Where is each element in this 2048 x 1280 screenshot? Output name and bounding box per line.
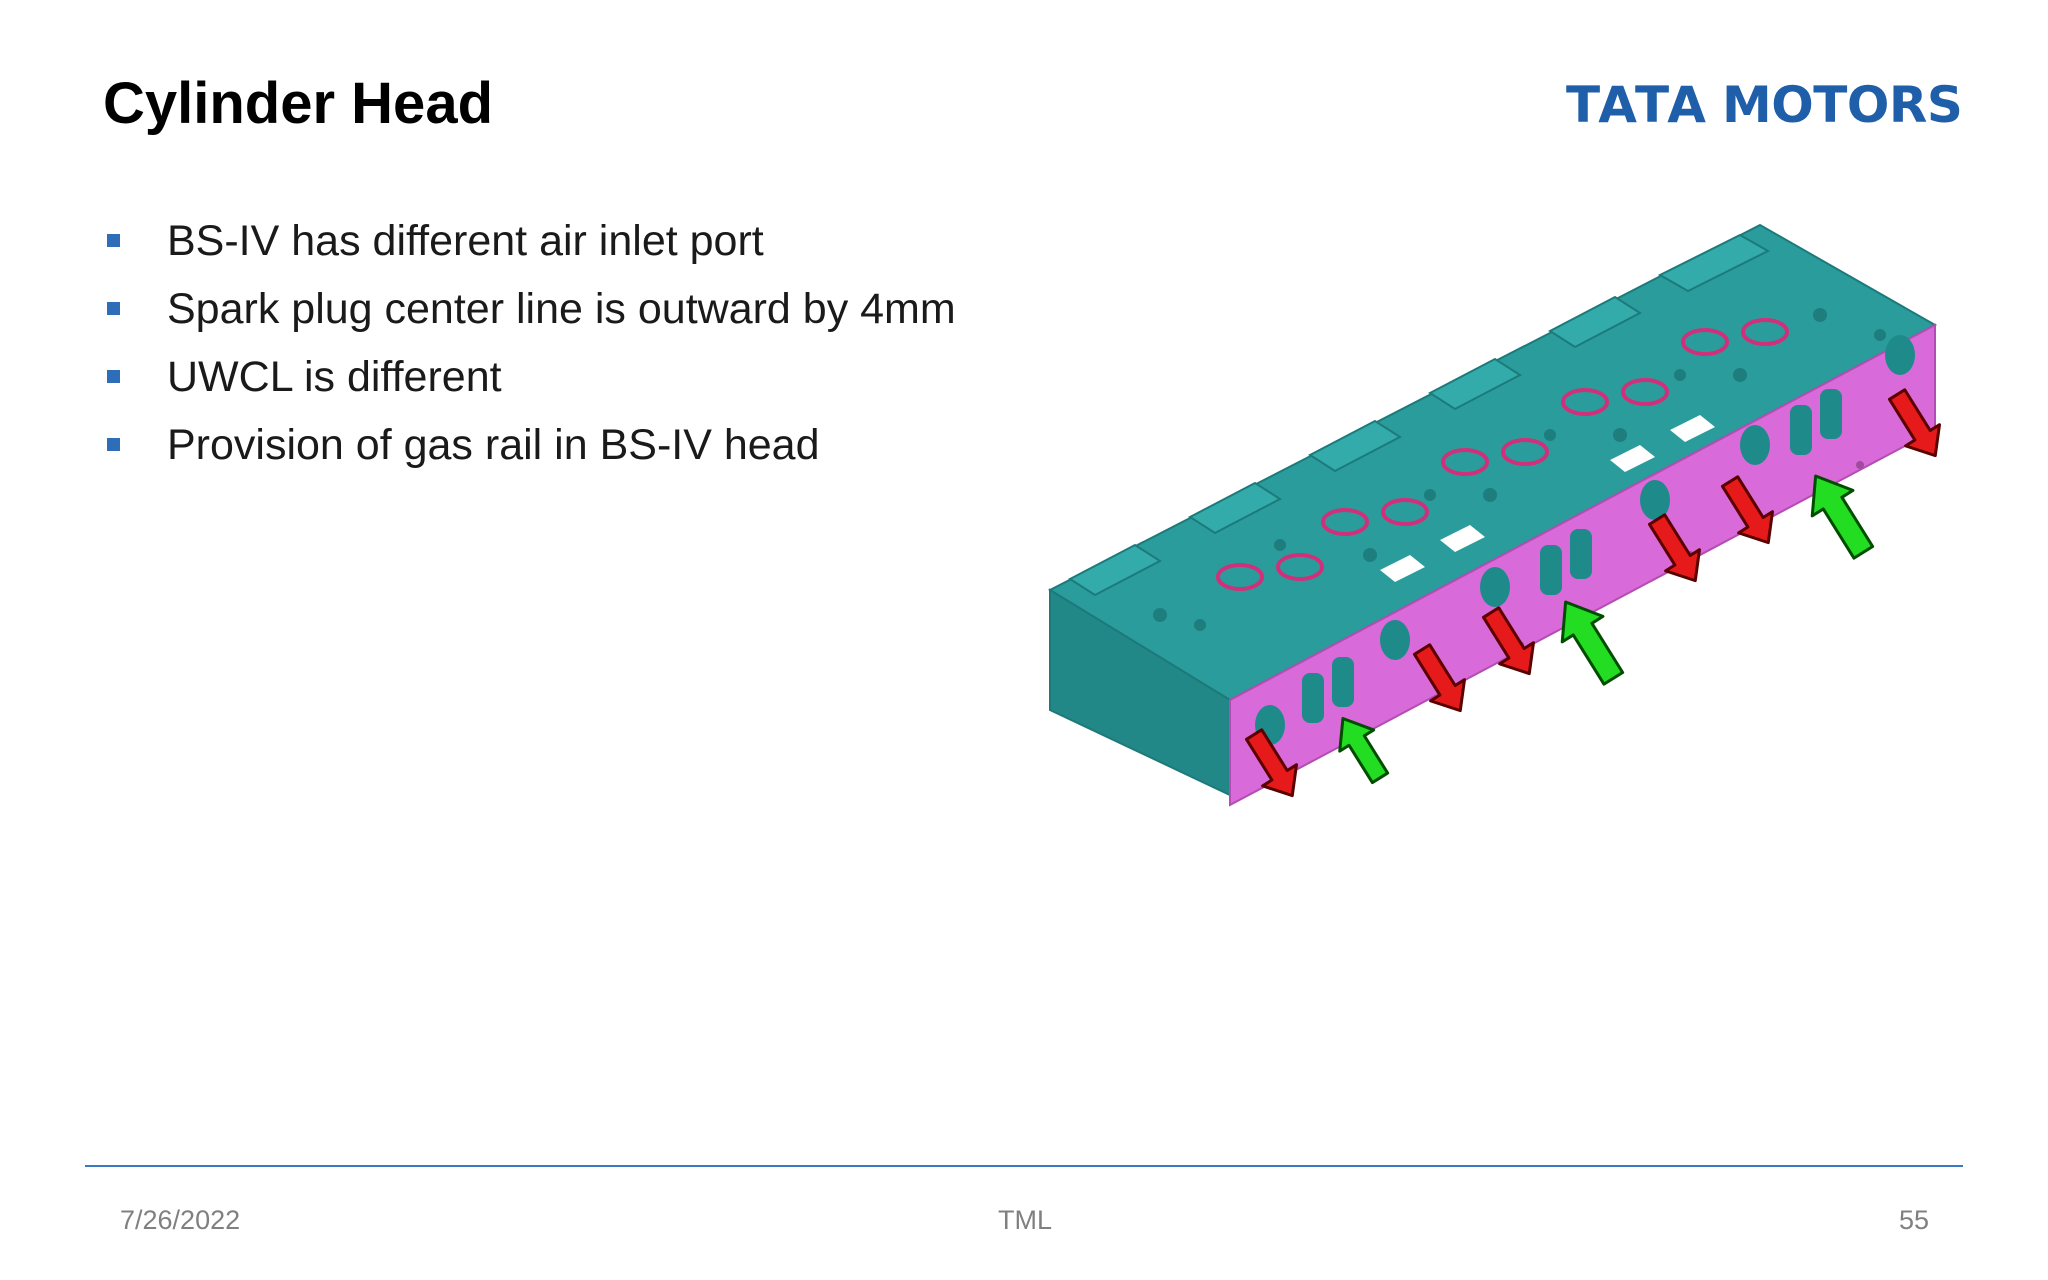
footer-center-text: TML xyxy=(998,1205,1052,1235)
top-openings xyxy=(1380,415,1715,582)
red-arrows xyxy=(1244,388,1941,798)
bullet-item: UWCL is different xyxy=(103,343,956,411)
side-ports xyxy=(1255,335,1915,745)
green-arrows xyxy=(1338,474,1875,785)
bullet-square-icon xyxy=(107,234,120,247)
head-top-blocks xyxy=(1068,233,1771,597)
footer-date: 7/26/2022 xyxy=(120,1205,241,1235)
logo-word-tata: TATA xyxy=(1566,76,1708,134)
slide-title: Cylinder Head xyxy=(103,71,493,136)
red-arrow xyxy=(1244,728,1298,798)
logo-word-motors: MOTORS xyxy=(1721,76,1963,134)
slide-number: 55 xyxy=(1899,1205,1930,1235)
bullet-list: BS-IV has different air inlet port Spark… xyxy=(103,207,956,479)
green-arrow xyxy=(1338,716,1390,785)
bullet-item: Spark plug center line is outward by 4mm xyxy=(103,275,956,343)
bullet-square-icon xyxy=(107,370,120,383)
green-arrow xyxy=(1560,600,1625,686)
red-arrow xyxy=(1412,643,1466,713)
green-arrow xyxy=(1810,474,1875,560)
bullet-square-icon xyxy=(107,438,120,451)
red-arrow xyxy=(1887,388,1941,458)
red-arrow xyxy=(1647,513,1701,583)
bullet-item: BS-IV has different air inlet port xyxy=(103,207,956,275)
bullet-text: UWCL is different xyxy=(167,353,502,401)
top-bolt-holes xyxy=(1153,308,1886,631)
red-arrow xyxy=(1481,606,1535,676)
bullet-text: Provision of gas rail in BS-IV head xyxy=(167,421,820,469)
bullet-text: BS-IV has different air inlet port xyxy=(167,217,764,265)
bullet-square-icon xyxy=(107,302,120,315)
bullet-text: Spark plug center line is outward by 4mm xyxy=(167,285,956,333)
valve-seat-rings xyxy=(1216,318,1789,591)
red-arrow xyxy=(1720,475,1774,545)
cylinder-head-illustration xyxy=(1047,223,1941,807)
footer-divider xyxy=(85,1165,1963,1167)
bullet-item: Provision of gas rail in BS-IV head xyxy=(103,411,956,479)
